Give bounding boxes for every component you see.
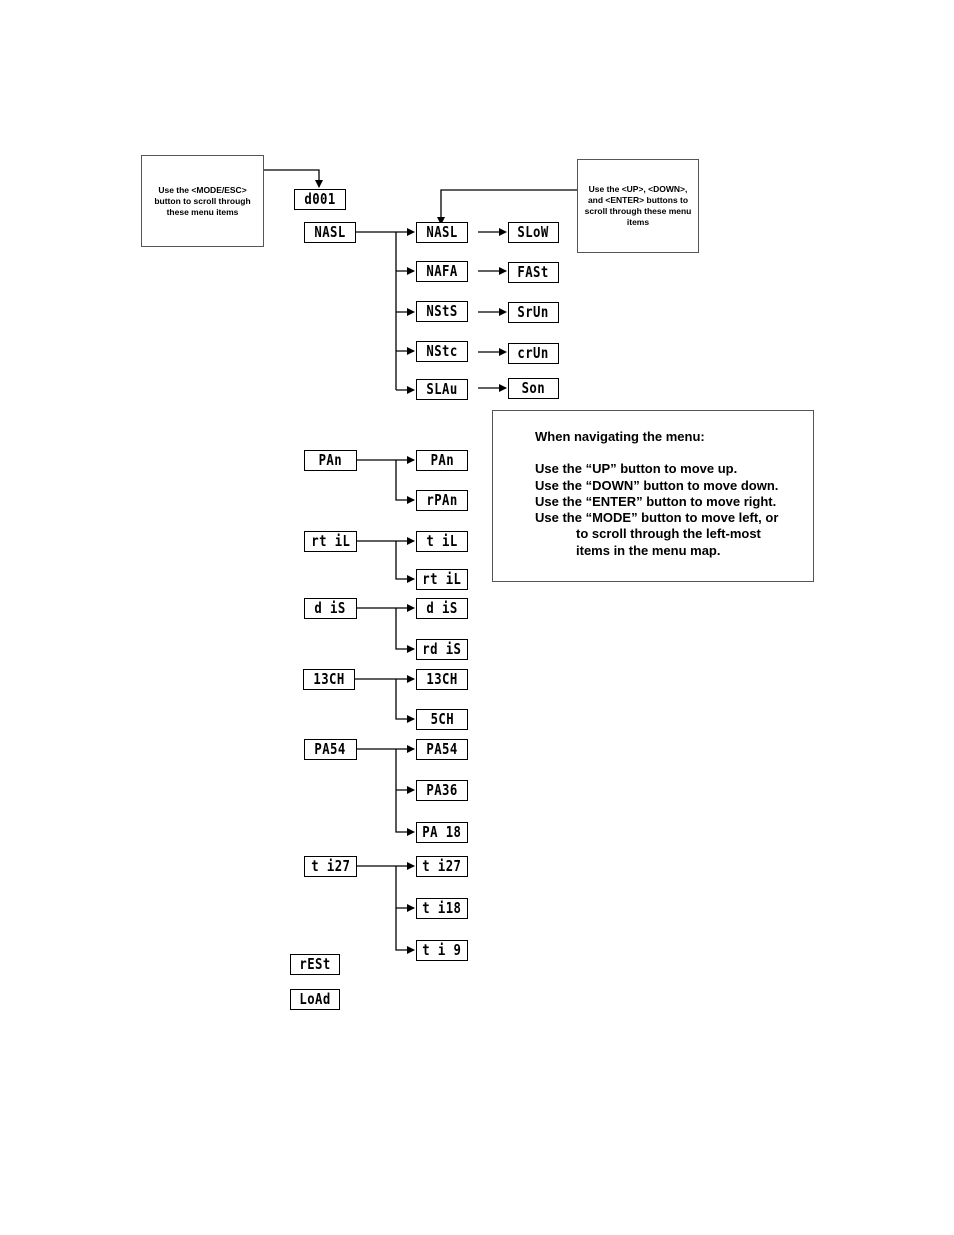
menu-root-nasl: NASL bbox=[304, 222, 356, 243]
note-line: items bbox=[626, 217, 650, 227]
submenu-item: NASL bbox=[416, 222, 468, 243]
submenu-item: 13CH bbox=[416, 669, 468, 690]
menu-root-pan: PAn bbox=[304, 450, 357, 471]
setting-value: SrUn bbox=[508, 302, 559, 323]
note-line: button to scroll through bbox=[154, 195, 251, 206]
submenu-item: NStc bbox=[416, 341, 468, 362]
navigation-instructions-note: When navigating the menu: Use the “UP” b… bbox=[492, 410, 814, 582]
note-line: these menu items bbox=[166, 206, 239, 217]
navigation-line-enter: Use the “ENTER” button to move right. bbox=[535, 493, 777, 509]
menu-root-pa54: PA54 bbox=[304, 739, 357, 760]
note-line: and <ENTER> buttons to bbox=[587, 195, 689, 205]
submenu-item: t iL bbox=[416, 531, 468, 552]
navigation-line-mode-cont: to scroll through the left-most bbox=[576, 526, 761, 542]
submenu-item: PAn bbox=[416, 450, 468, 471]
mode-esc-note: Use the <MODE/ESC> button to scroll thro… bbox=[141, 155, 264, 247]
menu-root-rtil: rt iL bbox=[304, 531, 357, 552]
submenu-item: PA54 bbox=[416, 739, 468, 760]
submenu-item: NStS bbox=[416, 301, 468, 322]
navigation-line-up: Use the “UP” button to move up. bbox=[535, 461, 738, 477]
address-display: d001 bbox=[294, 189, 346, 210]
submenu-item: 5CH bbox=[416, 709, 468, 730]
navigation-line-mode: Use the “MODE” button to move left, or bbox=[535, 510, 779, 526]
note-line: scroll through these menu bbox=[584, 206, 692, 216]
menu-root-dis: d iS bbox=[304, 598, 357, 619]
navigation-heading: When navigating the menu: bbox=[535, 429, 705, 444]
up-down-enter-note: Use the <UP>, <DOWN>, and <ENTER> button… bbox=[577, 159, 699, 253]
submenu-item: rt iL bbox=[416, 569, 468, 590]
setting-value: crUn bbox=[508, 343, 559, 364]
submenu-item: PA 18 bbox=[416, 822, 468, 843]
submenu-item: NAFA bbox=[416, 261, 468, 282]
menu-root-ti27: t i27 bbox=[304, 856, 357, 877]
submenu-item: d iS bbox=[416, 598, 468, 619]
submenu-item: rPAn bbox=[416, 490, 468, 511]
navigation-line-mode-cont: items in the menu map. bbox=[576, 542, 721, 558]
submenu-item: rd iS bbox=[416, 639, 468, 660]
menu-root-load: LoAd bbox=[290, 989, 340, 1010]
note-line: Use the <UP>, <DOWN>, bbox=[588, 184, 688, 194]
menu-root-13ch: 13CH bbox=[303, 669, 355, 690]
setting-value: Son bbox=[508, 378, 559, 399]
submenu-item: PA36 bbox=[416, 780, 468, 801]
submenu-item: t i18 bbox=[416, 898, 468, 919]
setting-value: FASt bbox=[508, 262, 559, 283]
submenu-item: SLAu bbox=[416, 379, 468, 400]
note-line: Use the <MODE/ESC> bbox=[158, 184, 247, 195]
navigation-line-down: Use the “DOWN” button to move down. bbox=[535, 477, 779, 493]
setting-value: SLoW bbox=[508, 222, 559, 243]
submenu-item: t i 9 bbox=[416, 940, 468, 961]
submenu-item: t i27 bbox=[416, 856, 468, 877]
menu-root-reset: rESt bbox=[290, 954, 340, 975]
